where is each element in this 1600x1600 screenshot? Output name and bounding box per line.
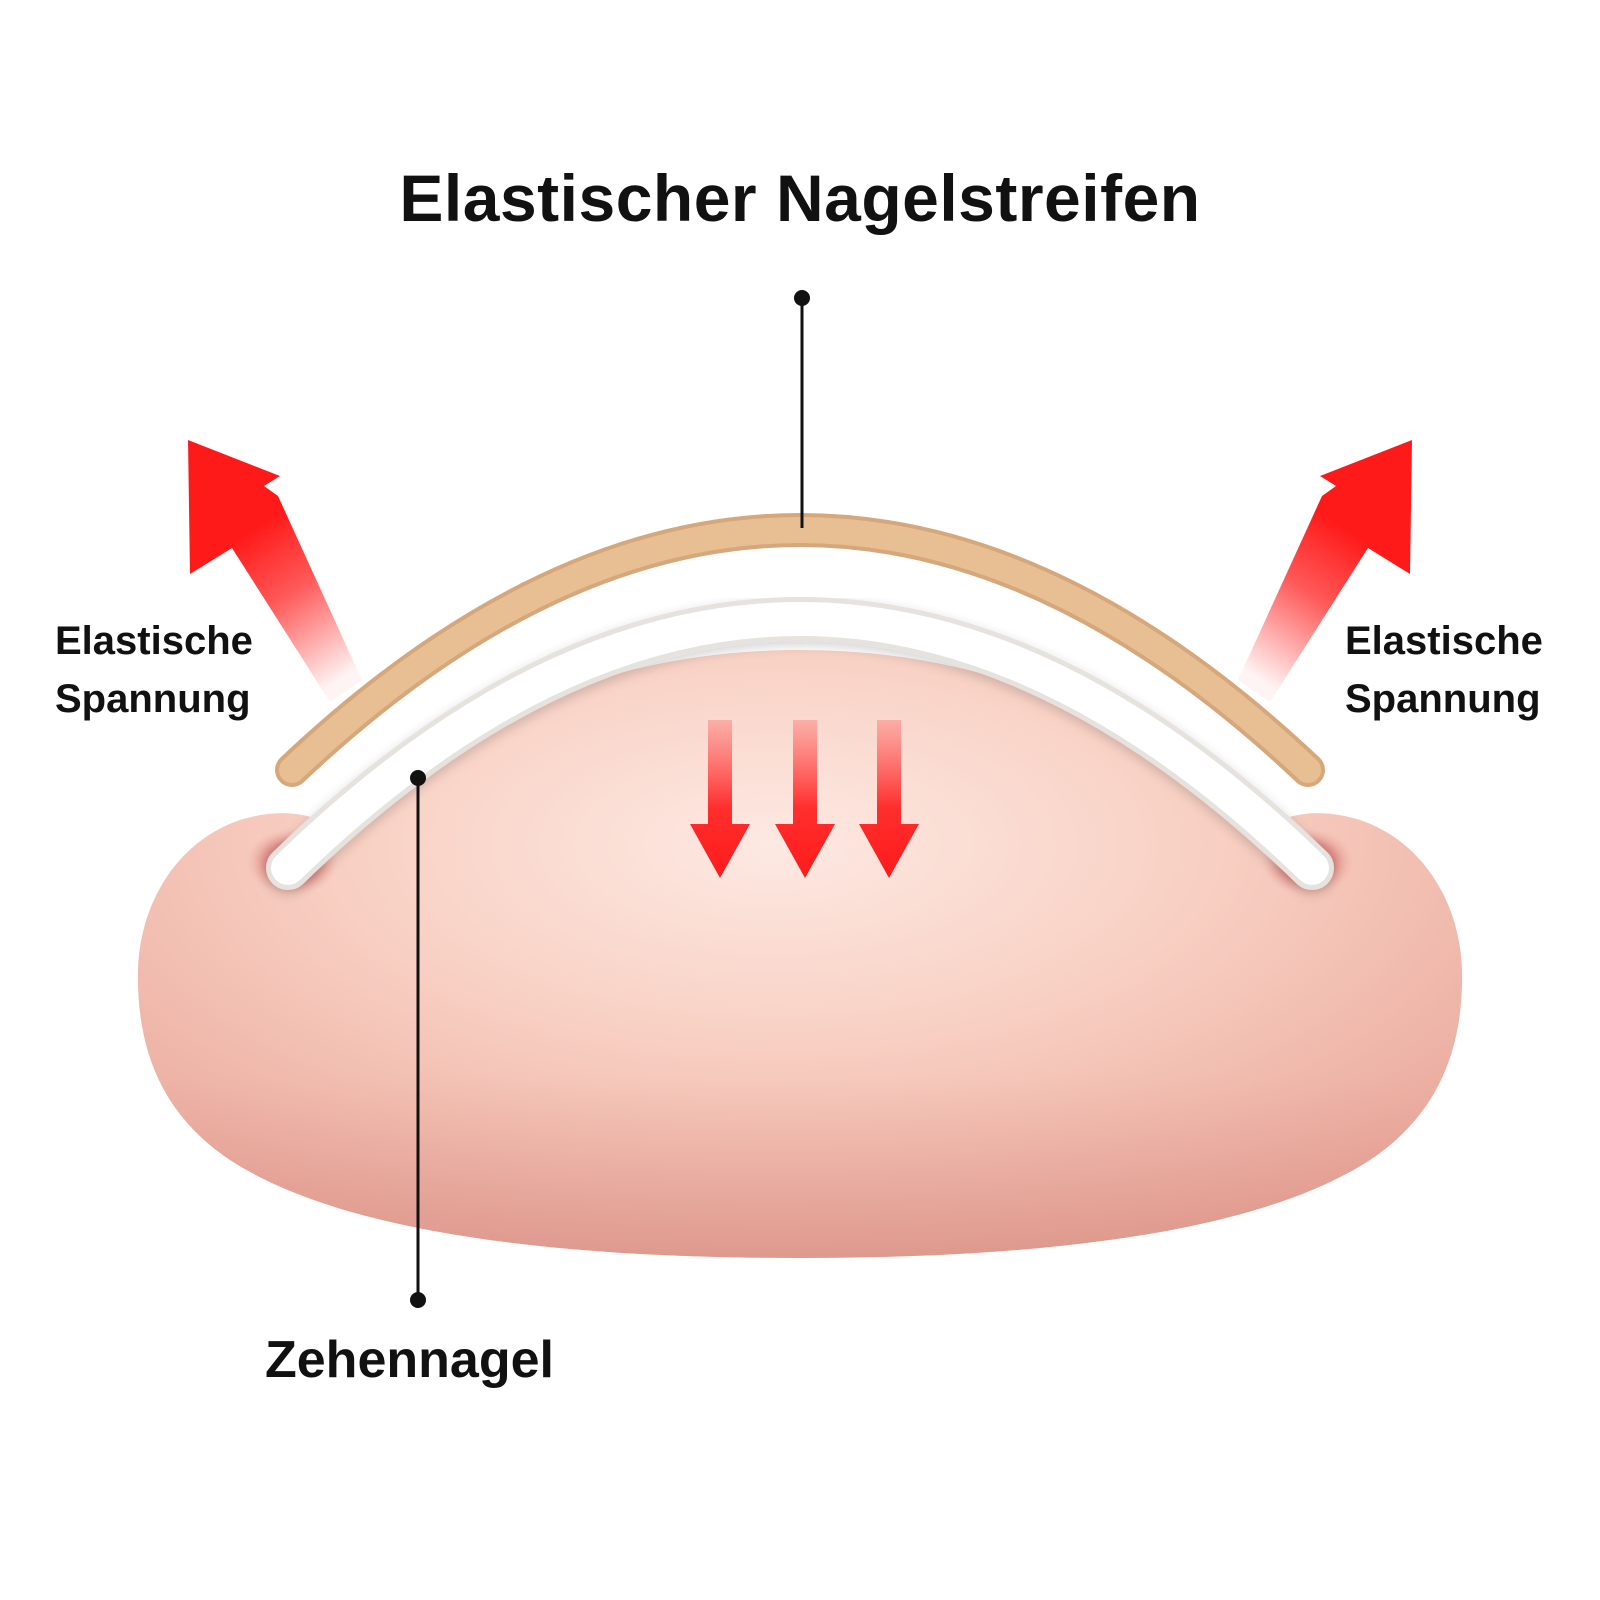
- right-tension-label: Elastische Spannung: [1345, 612, 1543, 728]
- left-tension-arrow: [188, 440, 362, 702]
- right-tension-label-line2: Spannung: [1345, 677, 1541, 721]
- down-arrow-1: [690, 720, 750, 878]
- left-tension-label-line2: Spannung: [55, 677, 251, 721]
- nail-leader-line: [410, 770, 426, 1308]
- toenail-shape: [266, 597, 1334, 890]
- left-tension-label-line1: Elastische: [55, 619, 253, 663]
- strip-leader-line: [794, 290, 810, 528]
- elastic-strip-shape: [275, 513, 1325, 787]
- down-arrow-3: [859, 720, 919, 878]
- diagram-title: Elastischer Nagelstreifen: [399, 161, 1201, 235]
- downward-pressure-arrows: [690, 720, 919, 878]
- toe-body: [137, 650, 1463, 1258]
- toenail-label: Zehennagel: [265, 1331, 554, 1389]
- left-tension-label: Elastische Spannung: [55, 612, 253, 728]
- down-arrow-2: [775, 720, 835, 878]
- right-tension-arrow: [1238, 440, 1412, 702]
- right-tension-label-line1: Elastische: [1345, 619, 1543, 663]
